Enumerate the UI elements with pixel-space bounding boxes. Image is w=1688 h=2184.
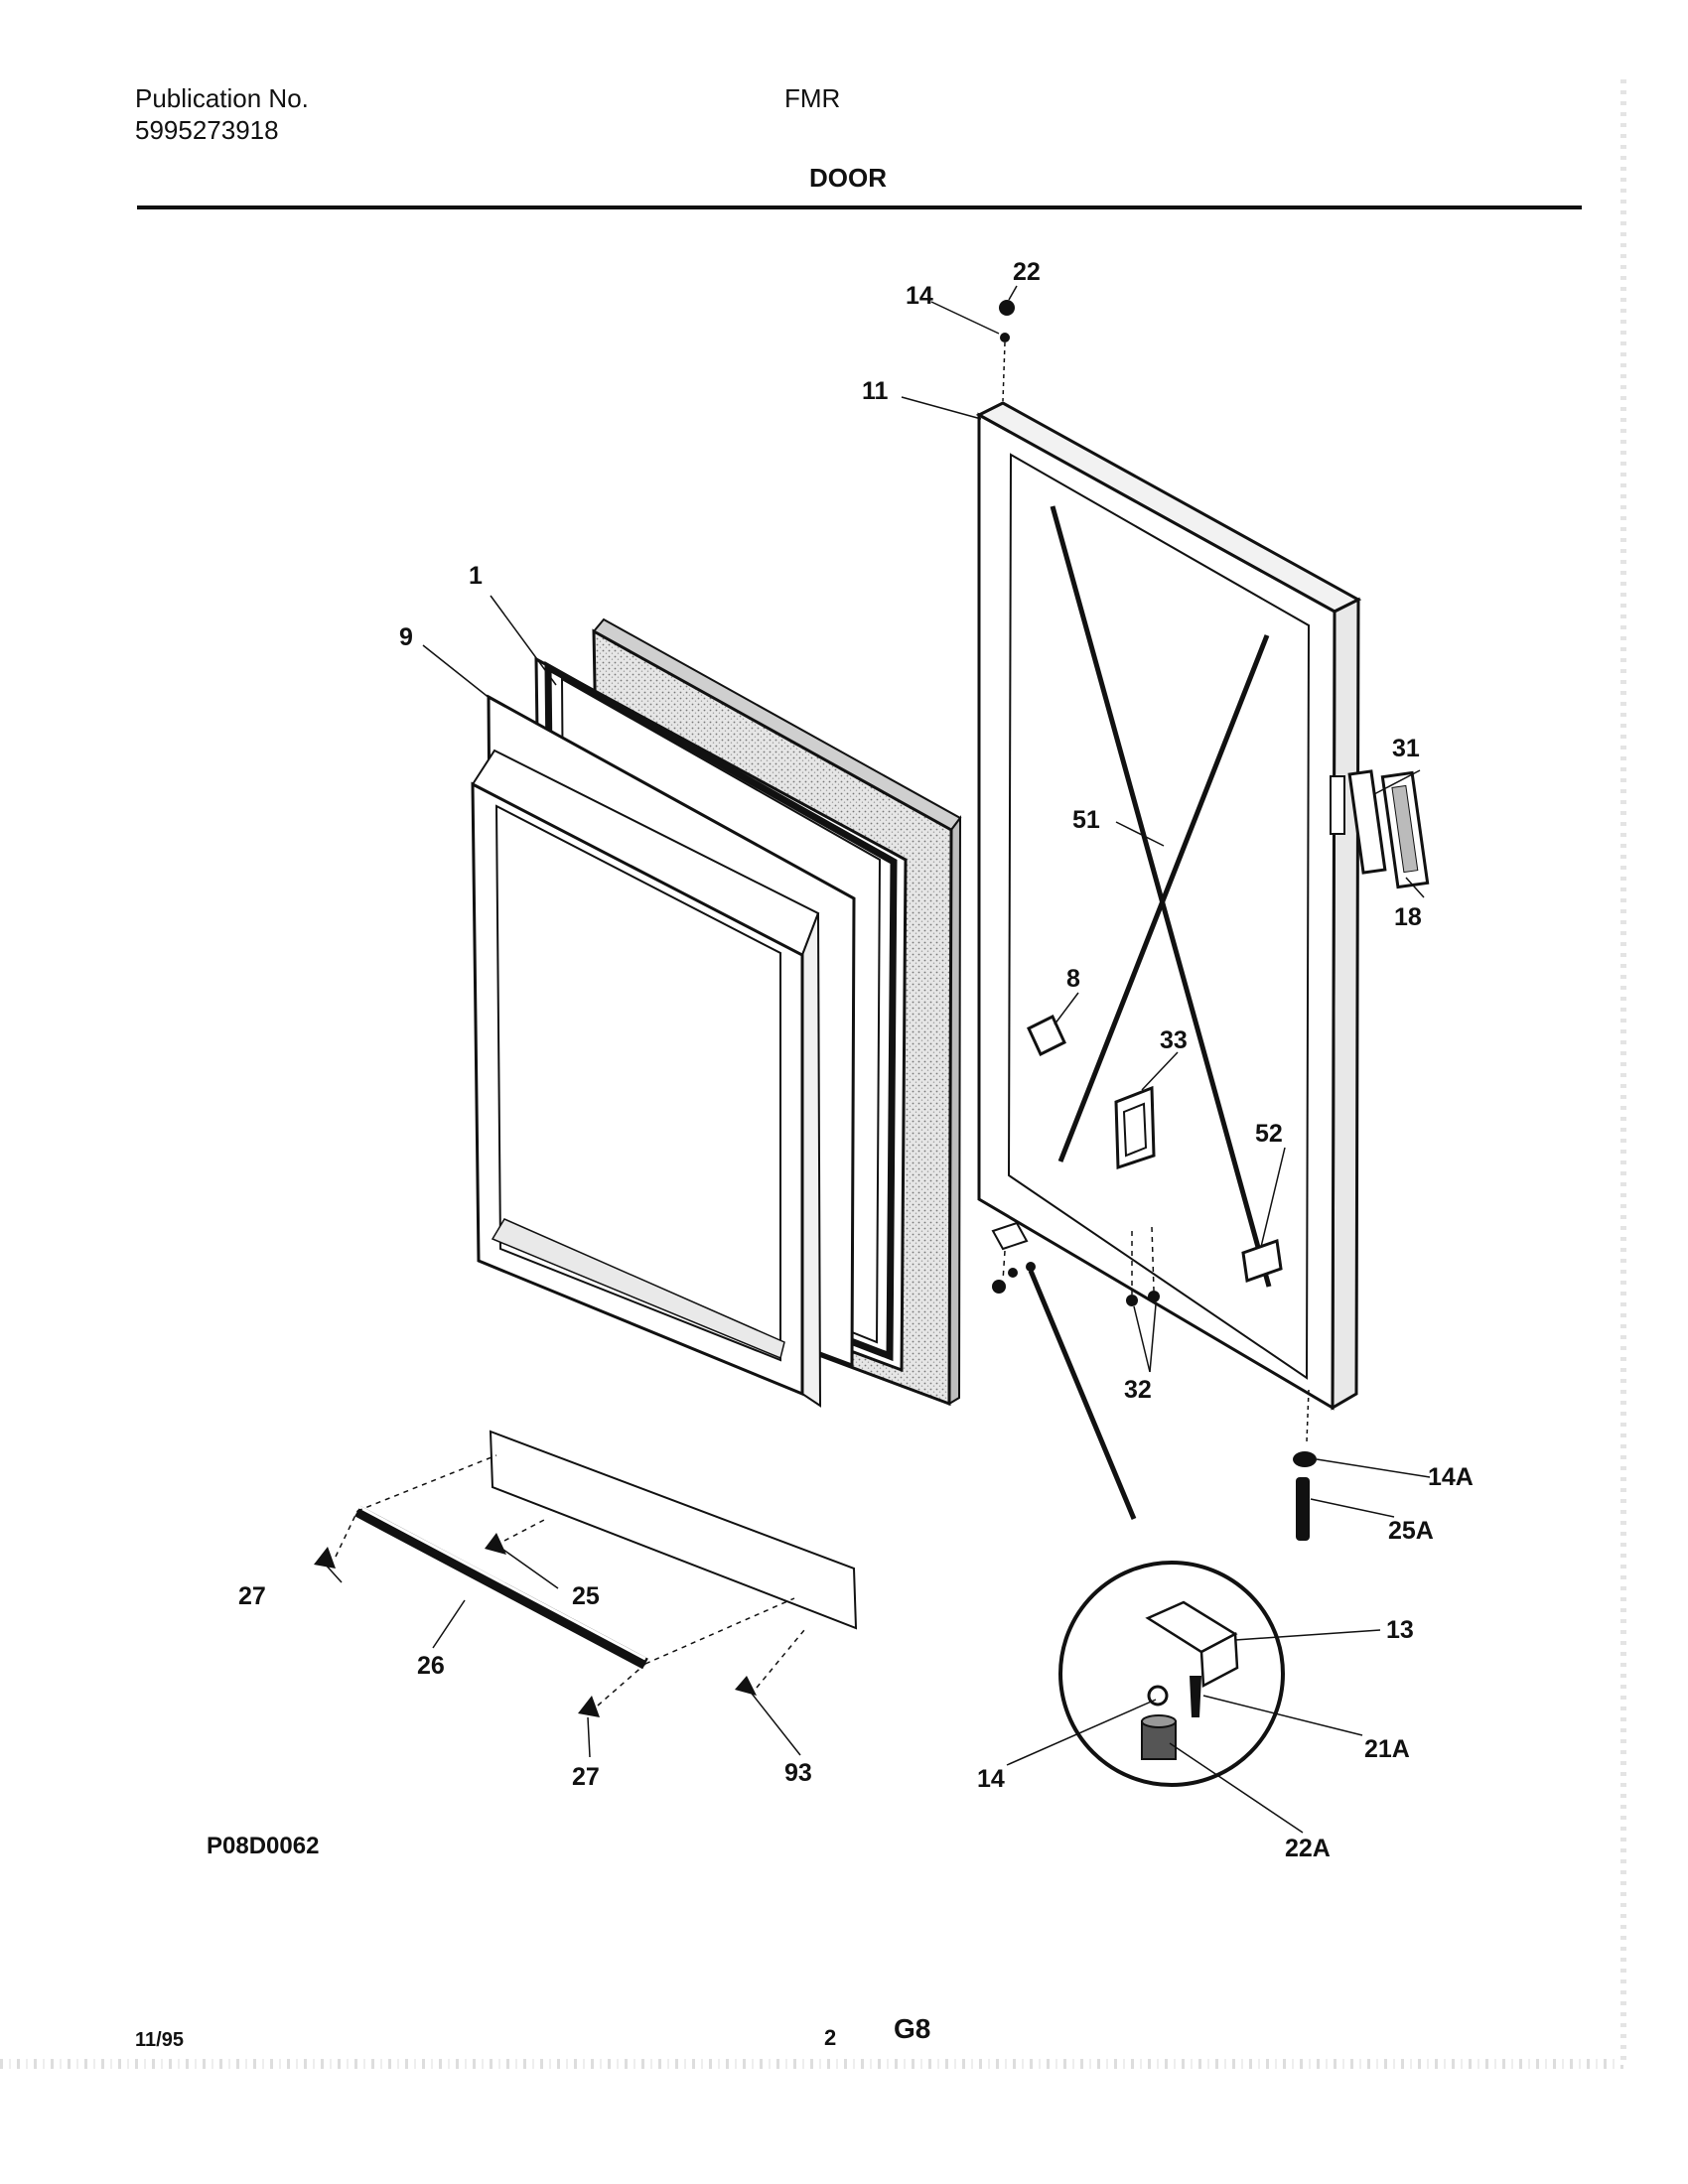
page-number: 2 bbox=[824, 2025, 837, 2050]
callout-8: 8 bbox=[1066, 965, 1080, 993]
callout-27-bottom: 27 bbox=[572, 1763, 600, 1791]
callout-14-detail: 14 bbox=[977, 1765, 1005, 1793]
callout-1: 1 bbox=[469, 562, 483, 590]
liner-bottom-flange bbox=[489, 1430, 858, 1630]
inner-door-liner bbox=[471, 694, 856, 1408]
bracket-52 bbox=[1241, 1238, 1283, 1284]
lower-hinge-hardware bbox=[991, 1221, 1036, 1294]
callout-18: 18 bbox=[1394, 903, 1422, 931]
drawing-code: P08D0062 bbox=[207, 1833, 320, 1859]
callout-leaders bbox=[323, 285, 1431, 1834]
handle-bezel bbox=[1347, 769, 1387, 875]
callout-27-left: 27 bbox=[238, 1582, 266, 1610]
callout-32: 32 bbox=[1124, 1376, 1152, 1404]
publication-label: Publication No. bbox=[135, 83, 309, 113]
trim-screws bbox=[314, 1533, 757, 1717]
callout-22-top: 22 bbox=[1013, 258, 1041, 286]
publication-date: 11/95 bbox=[135, 2029, 184, 2051]
callout-26: 26 bbox=[417, 1652, 445, 1680]
callout-25: 25 bbox=[572, 1582, 600, 1610]
scan-noise-strip bbox=[0, 2059, 1628, 2069]
header-rule bbox=[137, 205, 1582, 209]
callout-93: 93 bbox=[784, 1759, 812, 1787]
callout-9: 9 bbox=[399, 623, 413, 651]
callout-33: 33 bbox=[1160, 1026, 1188, 1054]
callout-14-top: 14 bbox=[906, 282, 933, 310]
top-hinge-hardware bbox=[999, 300, 1015, 402]
screws-32 bbox=[1126, 1291, 1160, 1306]
lower-right-hardware bbox=[1293, 1389, 1317, 1541]
scan-noise-edge bbox=[1620, 79, 1626, 2065]
callout-25a: 25A bbox=[1388, 1517, 1434, 1545]
publication-number: 5995273918 bbox=[135, 115, 279, 145]
section-title: DOOR bbox=[809, 163, 887, 193]
outer-door-panel bbox=[975, 401, 1362, 1411]
shelf-stop-8 bbox=[1027, 1014, 1066, 1057]
callout-13: 13 bbox=[1386, 1616, 1414, 1644]
callout-52: 52 bbox=[1255, 1120, 1283, 1148]
callout-11: 11 bbox=[862, 377, 889, 405]
callout-22a: 22A bbox=[1285, 1835, 1331, 1862]
retainer-bracket-33 bbox=[1114, 1085, 1156, 1170]
callout-31: 31 bbox=[1392, 735, 1420, 762]
callout-14a: 14A bbox=[1428, 1463, 1474, 1491]
hinge-detail-circle bbox=[1028, 1270, 1285, 1787]
door-trim-kickplate bbox=[354, 1504, 648, 1670]
door-handle bbox=[1380, 770, 1430, 889]
assembly-guide-lines bbox=[335, 1226, 1155, 1706]
model-name: FMR bbox=[784, 83, 841, 113]
callout-51: 51 bbox=[1072, 806, 1100, 834]
page-code: G8 bbox=[894, 2013, 931, 2044]
callout-21a: 21A bbox=[1364, 1735, 1410, 1763]
